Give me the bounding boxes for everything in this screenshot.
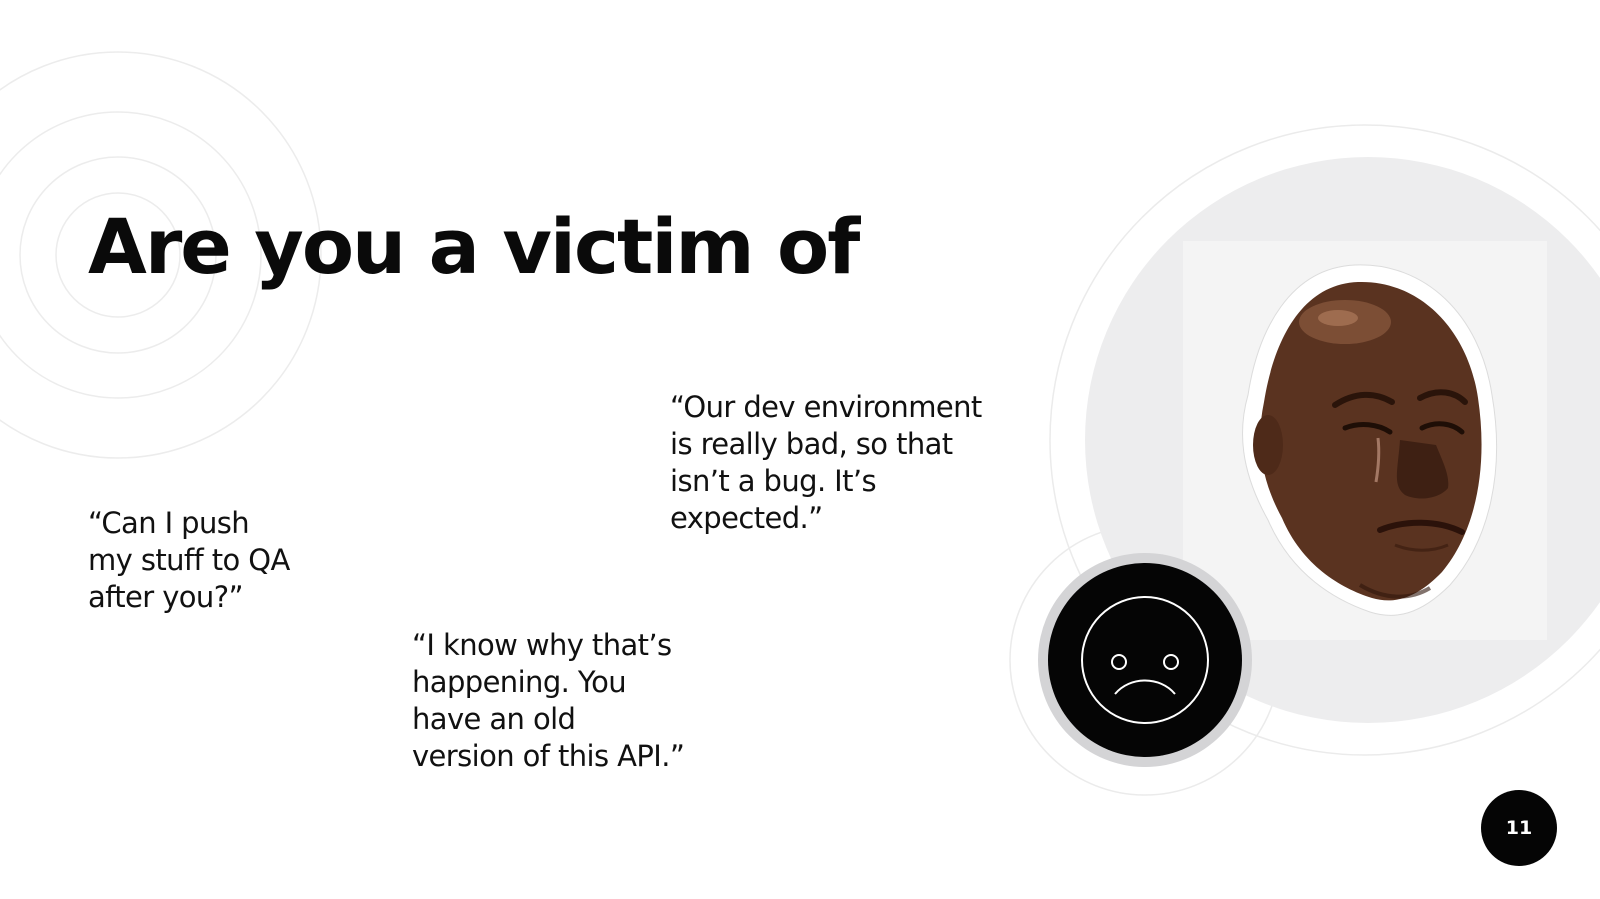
quote-dev-environment: “Our dev environment is really bad, so t…	[670, 390, 982, 535]
sad-face-badge	[1038, 553, 1252, 767]
decorative-rings-icon	[0, 51, 322, 459]
quote-qa-push: “Can I push my stuff to QA after you?”	[88, 506, 290, 614]
sad-face-icon	[1081, 596, 1209, 724]
page-number-badge: 11	[1481, 790, 1557, 866]
quote-old-api: “I know why that’s happening. You have a…	[412, 628, 685, 773]
slide-title: Are you a victim of	[88, 202, 860, 291]
crying-face-meme-image	[1242, 264, 1497, 616]
